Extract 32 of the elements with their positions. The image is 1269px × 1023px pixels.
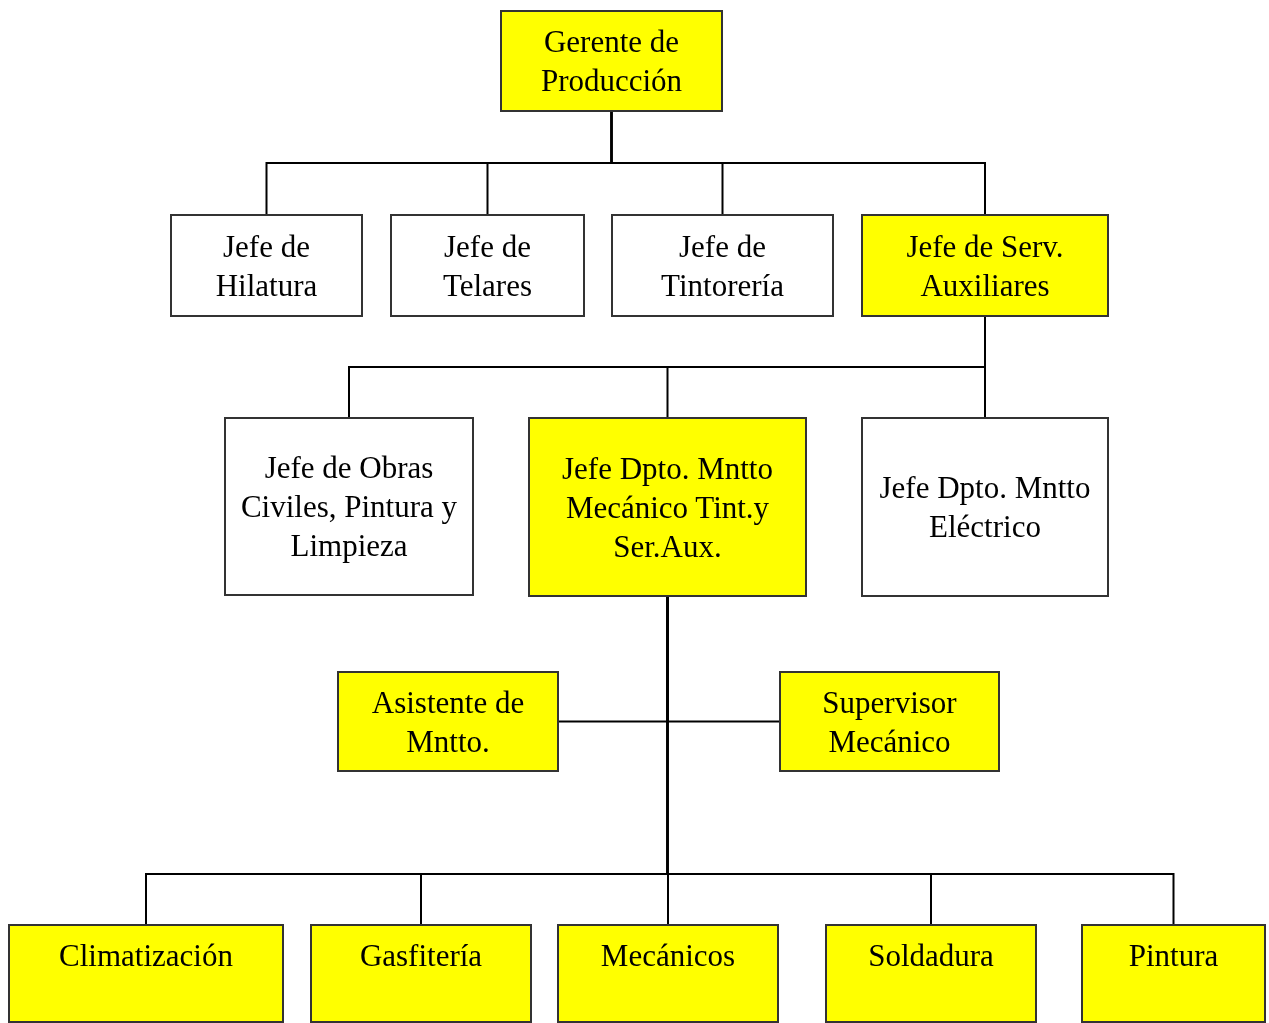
org-box (224, 417, 474, 596)
role-title: Jefe de Hilatura (214, 227, 319, 305)
org-box (861, 417, 1109, 597)
org-box (528, 417, 807, 597)
org-box (310, 924, 532, 1023)
role-title: Gerente de Producción (539, 23, 684, 100)
role-title: Supervisor Mecánico (821, 683, 958, 761)
org-box (500, 10, 723, 112)
org-box (557, 924, 779, 1023)
connector-line (610, 111, 986, 215)
role-title: Jefe Dpto. Mntto Mecánico Tint.y Ser.Aux. (561, 449, 774, 566)
role-title: Jefe de Obras Civiles, Pintura y Limpieza (239, 449, 459, 565)
role-title: Jefe de Tintorería (660, 227, 785, 305)
org-box (8, 924, 284, 1023)
role-title: Climatización (59, 937, 233, 975)
role-title: Asistente de Mntto. (370, 683, 526, 761)
org-box (390, 214, 585, 317)
org-box (1081, 924, 1266, 1023)
org-box (337, 671, 559, 772)
role-title: Jefe de Telares (441, 227, 534, 305)
connector-line (984, 316, 986, 418)
org-box (861, 214, 1109, 317)
org-box (779, 671, 1000, 772)
role-title: Jefe Dpto. Mntto Eléctrico (878, 469, 1092, 546)
role-title: Gasfitería (359, 937, 483, 975)
role-title: Mecánicos (600, 937, 736, 975)
org-box (170, 214, 363, 317)
role-title: Soldadura (868, 937, 994, 975)
role-title: Jefe de Serv. Auxiliares (905, 227, 1065, 305)
org-box (611, 214, 834, 317)
org-box (825, 924, 1037, 1023)
role-title: Pintura (1128, 937, 1219, 975)
